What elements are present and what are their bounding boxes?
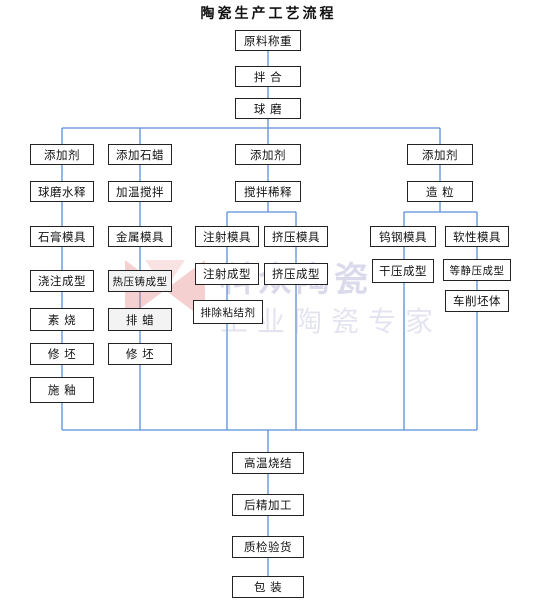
node-d-additive: 添加剂 <box>407 144 473 165</box>
node-c-extrusion-molding: 挤压成型 <box>264 263 328 285</box>
node-b-metal-mold: 金属模具 <box>108 226 172 247</box>
node-b-dewaxing: 排 蜡 <box>108 308 172 331</box>
node-a-bisque-firing: 素 烧 <box>30 308 94 331</box>
node-raw-weighing: 原料称重 <box>235 30 301 51</box>
node-c-binder-removal: 排除粘结剂 <box>193 300 263 324</box>
node-c-stir-dilute: 搅拌稀释 <box>235 181 301 202</box>
node-c-injection-mold: 注射模具 <box>195 226 259 247</box>
node-c-additive: 添加剂 <box>235 144 301 165</box>
node-d-lathe-blank: 车削坯体 <box>445 290 509 312</box>
node-quality-inspection: 质检验货 <box>232 536 304 558</box>
node-d-isostatic-pressing: 等静压成型 <box>443 259 511 281</box>
node-b-add-paraffin: 添加石蜡 <box>108 144 172 165</box>
node-d-dry-pressing: 干压成型 <box>372 259 434 283</box>
node-post-finishing: 后精加工 <box>232 494 304 516</box>
node-d-soft-mold: 软性模具 <box>445 226 509 247</box>
node-a-plaster-mold: 石膏模具 <box>30 226 94 247</box>
diagram-title: 陶瓷生产工艺流程 <box>200 6 337 22</box>
node-c-injection-molding: 注射成型 <box>195 263 259 285</box>
node-packaging: 包 装 <box>232 576 304 598</box>
node-a-glazing: 施 釉 <box>30 377 94 403</box>
node-ball-milling: 球 磨 <box>235 98 301 119</box>
node-a-additive: 添加剂 <box>30 144 94 165</box>
node-b-heat-stir: 加温搅拌 <box>108 181 172 202</box>
node-a-trimming: 修 坯 <box>30 343 94 365</box>
node-b-hot-press-casting: 热压铸成型 <box>108 270 172 292</box>
node-c-extrusion-mold: 挤压模具 <box>264 226 328 247</box>
node-a-ball-mill-water: 球磨水释 <box>30 181 94 202</box>
node-sintering: 高温烧结 <box>232 452 304 474</box>
node-a-slip-casting: 浇注成型 <box>30 270 94 292</box>
node-d-granulation: 造 粒 <box>407 181 473 202</box>
node-d-tungsten-steel-mold: 钨钢模具 <box>370 226 436 247</box>
node-mixing: 拌 合 <box>235 66 301 87</box>
node-b-trimming: 修 坯 <box>108 343 172 365</box>
